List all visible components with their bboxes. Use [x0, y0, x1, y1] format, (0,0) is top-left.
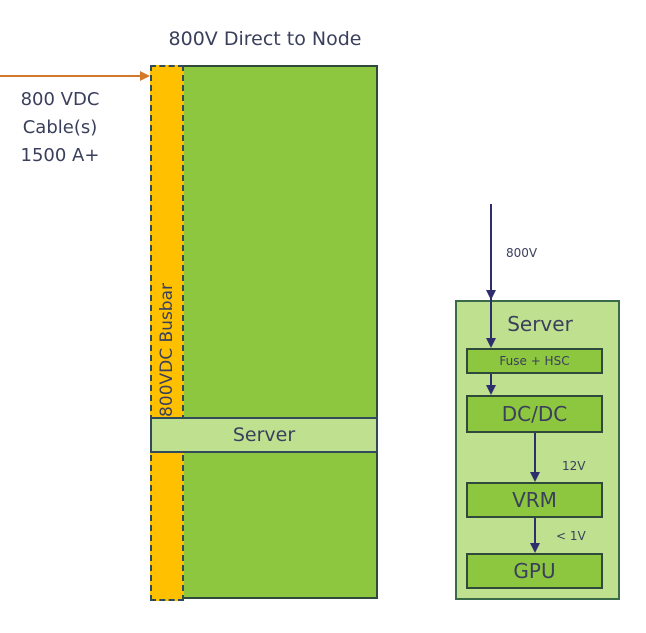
fuse-hsc-block: Fuse + HSC [466, 348, 603, 374]
input-voltage-label: 800V [506, 246, 538, 260]
fuse-to-dcdc-arrow-icon [486, 374, 496, 395]
dcdc-to-vrm-arrow-icon [530, 433, 540, 482]
voltage-1v-label: < 1V [556, 529, 586, 543]
cable-current: 1500 A+ [20, 145, 100, 166]
gpu-block: GPU [466, 553, 603, 589]
cable-label: 800 VDC Cable(s) 1500 A+ [0, 86, 120, 170]
rack [150, 65, 378, 599]
busbar [150, 65, 184, 601]
diagram-title: 800V Direct to Node [168, 28, 362, 50]
dcdc-block: DC/DC [466, 395, 603, 433]
voltage-12v-label: 12V [562, 459, 586, 473]
cable-voltage: 800 VDC [20, 89, 100, 110]
vrm-block: VRM [466, 482, 603, 518]
cable-type: Cable(s) [22, 117, 98, 138]
rack-server: Server [150, 417, 378, 453]
cable-arrow-icon [0, 71, 150, 81]
vrm-to-gpu-arrow-icon [530, 518, 540, 553]
input-arrow-icon [486, 204, 496, 348]
server-title: Server [507, 312, 573, 336]
